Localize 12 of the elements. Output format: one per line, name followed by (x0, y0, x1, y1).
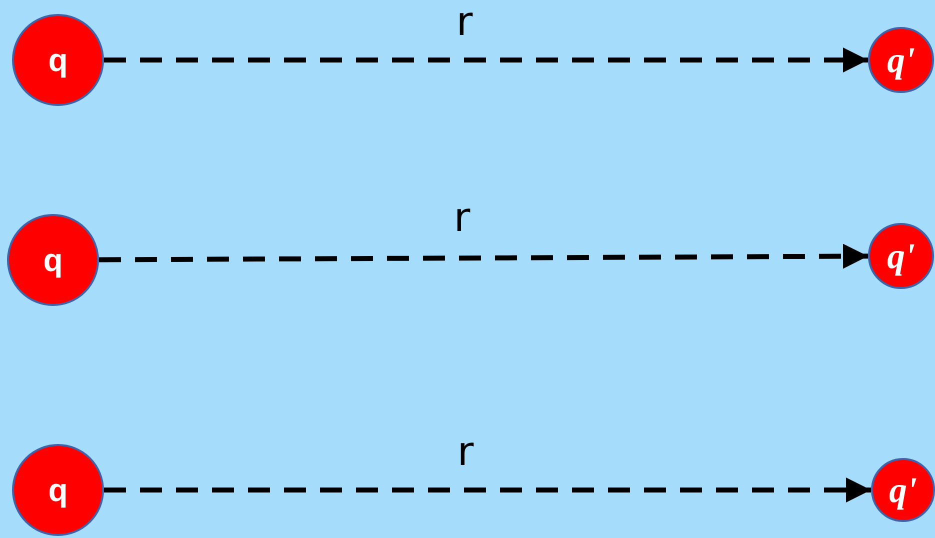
node-label: q (43, 244, 63, 276)
node-label: q (48, 44, 68, 76)
node-label: q' (886, 238, 915, 274)
dashed-arrow (104, 478, 871, 502)
edge-label: r (456, 2, 473, 42)
edge-label: r (454, 198, 470, 238)
node-label: q' (886, 42, 915, 78)
node-label: q' (888, 472, 917, 508)
edge-label: r (457, 432, 474, 472)
dashed-arrow (104, 48, 868, 72)
dashed-arrow (98, 244, 868, 269)
node-label: q (48, 474, 68, 506)
